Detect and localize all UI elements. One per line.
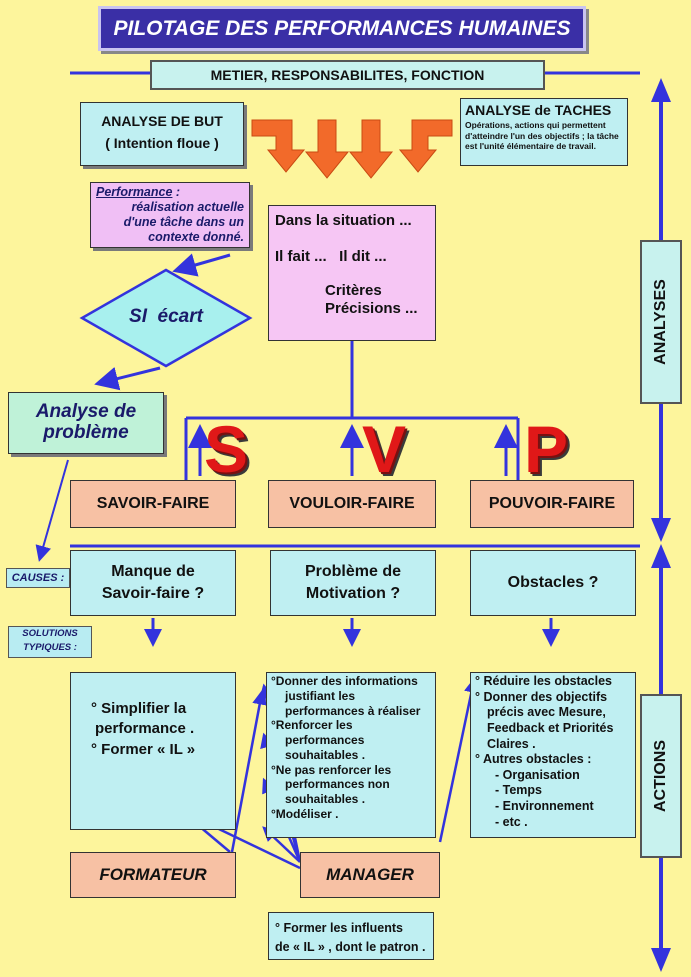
svp-letter-p: P [524, 412, 569, 486]
solution-formation-line3: ° Former « IL » [91, 740, 196, 758]
cause-motivation-line1: Problème de [304, 563, 402, 581]
solution-motivation-item: °Modéliser . [271, 806, 339, 821]
solution-obstacles-item: Feedback et Priorités [487, 720, 614, 735]
performance-definition-box: Performance : réalisation actuelle d'une… [90, 182, 250, 248]
actions-side-text: ACTIONS [652, 740, 669, 812]
analyses-arrow-bottom-head [651, 518, 671, 542]
si-ecart-diamond [79, 268, 253, 368]
svp-letter-v: V [362, 412, 407, 486]
cause-motivation-box: Problème de Motivation ? [270, 550, 436, 616]
solution-motivation-item: performances [285, 733, 365, 747]
page-title: PILOTAGE DES PERFORMANCES HUMAINES [98, 6, 586, 51]
analyse-probleme-line2: problème [43, 422, 129, 443]
performance-term: Performance [96, 185, 173, 199]
solution-obstacles-item: - Environnement [495, 799, 594, 813]
cause-manque-line1: Manque de [111, 563, 195, 581]
vouloir-faire-box: VOULOIR-FAIRE [268, 480, 436, 528]
solution-motivation-item: souhaitables . [285, 792, 366, 806]
manager-label: MANAGER [326, 865, 414, 884]
page-title-text: PILOTAGE DES PERFORMANCES HUMAINES [113, 16, 571, 40]
solution-obstacles-item: - Temps [495, 783, 542, 798]
solution-motivation-list: °Donner des informations justifiant les … [271, 674, 435, 822]
solution-motivation-item: performances non [285, 777, 390, 792]
solution-motivation-box: °Donner des informations justifiant les … [266, 672, 436, 838]
solutions-label-line1: SOLUTIONS [22, 628, 78, 639]
vouloir-faire-label: VOULOIR-FAIRE [289, 495, 415, 512]
svp-letter-s: S [204, 412, 249, 486]
solution-obstacles-list: ° Réduire les obstacles ° Donner des obj… [475, 674, 635, 830]
solution-motivation-item: performances à réaliser [285, 703, 421, 718]
manager-box: MANAGER [300, 852, 440, 898]
performance-to-ecart-arrow [172, 253, 231, 277]
subtitle-banner: METIER, RESPONSABILITES, FONCTION [150, 60, 545, 90]
actions-arrow-top-head [651, 544, 671, 568]
actions-side-label: ACTIONS [640, 694, 682, 858]
cause-manque-line2: Savoir-faire ? [101, 585, 205, 602]
analyse-probleme-box: Analyse de problème [8, 392, 164, 454]
solution-motivation-item: °Renforcer les [271, 718, 353, 733]
solution-obstacles-item: - Organisation [495, 767, 580, 782]
pouvoir-faire-box: POUVOIR-FAIRE [470, 480, 634, 528]
analyse-taches-text: Opérations, actions qui permettent d'att… [465, 120, 619, 152]
influents-line1: ° Former les influents [275, 921, 403, 935]
solutions-label-line2: TYPIQUES : [23, 642, 77, 653]
solution-formation-line2: performance . [95, 720, 195, 738]
solution-obstacles-item: ° Donner des objectifs [475, 689, 608, 704]
formateur-label: FORMATEUR [99, 865, 207, 884]
cause-motivation-line2: Motivation ? [305, 585, 401, 602]
formateur-box: FORMATEUR [70, 852, 236, 898]
formateur-to-motivation-arrow [230, 689, 268, 853]
influents-box: ° Former les influents de « IL » , dont … [268, 912, 434, 960]
solution-obstacles-item: - etc . [495, 814, 528, 829]
cause-manque-box: Manque de Savoir-faire ? [70, 550, 236, 616]
situation-line3: Critères [325, 282, 382, 299]
manager-to-obstacles-arrow [438, 677, 479, 843]
performance-definition: réalisation actuelle d'une tâche dans un… [123, 200, 244, 244]
performance-colon: : [172, 185, 181, 199]
solution-obstacles-item: Claires . [487, 736, 536, 751]
analyse-taches-title: ANALYSE de TACHES [465, 102, 612, 118]
analyse-but-box: ANALYSE DE BUT ( Intention floue ) [80, 102, 244, 166]
cause-obstacles-text: Obstacles ? [507, 574, 599, 591]
savoir-faire-box: SAVOIR-FAIRE [70, 480, 236, 528]
savoir-faire-label: SAVOIR-FAIRE [96, 495, 210, 512]
analyse-probleme-line1: Analyse de [35, 401, 137, 423]
solution-formation-box: ° Simplifier la performance . ° Former «… [70, 672, 236, 830]
analyse-but-line1: ANALYSE DE BUT [101, 113, 223, 129]
solution-motivation-item: °Donner des informations [271, 674, 418, 688]
solution-obstacles-item: ° Réduire les obstacles [475, 674, 612, 688]
situation-line2: Il fait ... Il dit ... [275, 248, 387, 265]
subtitle-text: METIER, RESPONSABILITES, FONCTION [210, 67, 485, 83]
solution-obstacles-item: ° Autres obstacles : [475, 752, 592, 767]
cause-obstacles-box: Obstacles ? [470, 550, 636, 616]
solutions-label: SOLUTIONS TYPIQUES : [8, 626, 92, 658]
orange-chevron-arrows [251, 119, 453, 179]
solution-formation-line1: ° Simplifier la [91, 700, 187, 717]
analyse-to-causes-arrow [35, 459, 69, 562]
si-ecart-label: SI écart [129, 306, 203, 327]
ecart-to-analyse-arrow [94, 366, 161, 391]
situation-box: Dans la situation ... Il fait ... Il dit… [268, 205, 436, 341]
analyses-side-text: ANALYSES [652, 279, 669, 365]
solution-obstacles-item: précis avec Mesure, [487, 705, 606, 720]
solution-motivation-item: °Ne pas renforcer les [271, 762, 392, 777]
pouvoir-faire-label: POUVOIR-FAIRE [488, 495, 616, 512]
solution-motivation-item: justifiant les [285, 688, 356, 703]
analyses-side-label: ANALYSES [640, 240, 682, 404]
analyse-taches-box: ANALYSE de TACHES Opérations, actions qu… [460, 98, 628, 166]
influents-line2: de « IL » , dont le patron . [275, 939, 426, 954]
analyse-but-line2: ( Intention floue ) [105, 135, 219, 151]
causes-label: CAUSES : [6, 568, 70, 588]
situation-line1: Dans la situation ... [275, 212, 412, 229]
solution-obstacles-box: ° Réduire les obstacles ° Donner des obj… [470, 672, 636, 838]
solution-motivation-item: souhaitables . [285, 747, 366, 762]
situation-line4: Précisions ... [325, 300, 418, 317]
analyses-arrow-top-head [651, 78, 671, 102]
actions-arrow-bottom-head [651, 948, 671, 972]
